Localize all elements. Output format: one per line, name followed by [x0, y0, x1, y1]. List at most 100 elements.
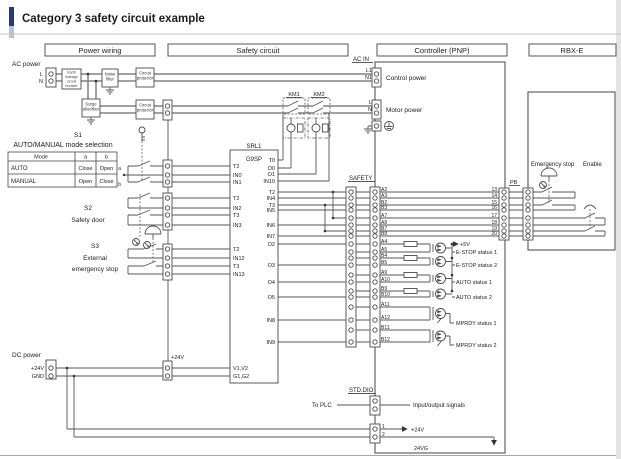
- safety-pin: B9: [381, 286, 387, 292]
- safety-pin: A8: [381, 220, 387, 226]
- resistor: [403, 288, 418, 294]
- header-box-safety-circuit: [167, 43, 349, 57]
- enable-switch-icon: [583, 204, 597, 210]
- resistor: [403, 272, 418, 278]
- control-power-terminal: [371, 67, 382, 88]
- optocoupler-icon: [435, 288, 446, 300]
- circuit-protector1-line2: protector: [137, 76, 154, 81]
- control-power-label: Control power: [386, 75, 427, 82]
- g9sp-box: [229, 149, 279, 384]
- header-box-power-wiring: [44, 43, 156, 57]
- dc-power-label: DC power: [12, 352, 42, 359]
- g9sp-pin: IN0: [233, 173, 242, 179]
- s1-contact-b: b: [118, 182, 121, 188]
- optocoupler-icon: [435, 242, 446, 254]
- km2-suppressor: [322, 123, 329, 133]
- table-cell: MANUAL: [11, 179, 37, 185]
- table-cell: AUTO: [11, 166, 28, 172]
- status-label: E-STOP status 2: [456, 263, 497, 269]
- s2-label: Safety door: [71, 217, 105, 224]
- out-24v-label: +24V: [411, 428, 424, 434]
- to-plc-label: To PLC: [312, 403, 332, 409]
- ac-input-components: Earth leakage circuit breaker Noise filt…: [45, 67, 155, 125]
- actuator-links: [139, 141, 591, 264]
- ground-icon: [87, 87, 114, 125]
- out-24vg-label: 24VG: [414, 446, 428, 452]
- header-power-wiring: Power wiring: [79, 46, 122, 55]
- ac-n-label: N: [39, 79, 43, 85]
- pb-pin: 19: [491, 226, 497, 232]
- g9sp-pin: O1: [268, 172, 275, 178]
- motor-power-terminal: [371, 99, 382, 120]
- s1-block: S1 AUTO/MANUAL mode selection Mode a b A…: [7, 132, 121, 188]
- safety-pin: B3: [381, 205, 387, 211]
- circuit-protector1-line1: Circuit: [139, 71, 152, 76]
- rbx-internals: Emergency stop Enable: [531, 162, 602, 210]
- g9sp-pin: IN2: [233, 206, 242, 212]
- page-title: Category 3 safety circuit example: [22, 13, 205, 25]
- safety-pin: B2: [381, 200, 387, 206]
- safety-connector: A2 A3 B2 B3 A7 A8 B7 B8 A4 A5 B4 B5 A9 A…: [345, 186, 390, 348]
- estop-mushroom-icon: [144, 225, 162, 238]
- header-box-rbx: [528, 43, 617, 57]
- s1-id: S1: [74, 132, 82, 139]
- section-headers: Power wiring Safety circuit Controller (…: [44, 43, 617, 57]
- safety-pin: B4: [381, 253, 387, 259]
- io-signals-label: Input/output signals: [413, 403, 465, 409]
- status-outputs: +5V E-STOP status 1 E-STOP status 2 AUTO…: [403, 241, 497, 349]
- s1-contact-a: a: [118, 166, 121, 172]
- direct-opening-icon: [132, 238, 140, 246]
- header-safety-circuit: Safety circuit: [237, 46, 281, 55]
- table-header: Mode: [34, 155, 48, 161]
- safety-pin: A10: [381, 277, 390, 283]
- safety-pin: A11: [381, 302, 390, 308]
- safety-pin: A7: [381, 213, 387, 219]
- g9sp-ref: SRL1: [246, 144, 262, 150]
- n1-label: N1: [365, 75, 372, 81]
- safety-pin: B11: [381, 325, 390, 331]
- g9sp-pin: T2: [233, 247, 239, 253]
- g9sp-pin: T3: [233, 264, 239, 270]
- g9sp-pin: T3: [233, 213, 239, 219]
- table-header: b: [105, 155, 108, 161]
- rbx-estop-label: Emergency stop: [531, 162, 575, 168]
- km2-label: KM2: [313, 92, 324, 98]
- g9sp-pin: IN4: [266, 196, 275, 202]
- safety-pin: A5: [381, 247, 387, 253]
- pb-pin: 13: [491, 187, 497, 193]
- circuit-protector1-box: [135, 67, 155, 88]
- g9sp-pin: IN6: [266, 223, 275, 229]
- ac-l-label: L: [40, 72, 43, 78]
- g9sp-pin: V1,V2: [233, 366, 248, 372]
- pb-pin: 18: [491, 220, 497, 226]
- page-edge-strip: [616, 0, 621, 459]
- key-switch-icon: [138, 126, 146, 134]
- circuit-protector2-line2: protector: [137, 108, 154, 113]
- ac-power-label: AC power: [12, 61, 41, 68]
- s1-mode-table: [7, 151, 118, 188]
- safety-pin: B12: [381, 337, 390, 343]
- g9sp-pin: O3: [268, 263, 275, 269]
- table-cell: Close: [78, 166, 92, 172]
- s3-label-line2: emergency stop: [72, 266, 119, 273]
- optocoupler-icon: [435, 330, 446, 342]
- g9sp-unit: SRL1 G9SP T2 IN0 IN1 T2 IN2 T3 IN3 T2 IN…: [229, 144, 279, 384]
- optocoupler-icon: [435, 273, 446, 284]
- surge-absorber-line2: absorber: [83, 107, 100, 112]
- g9sp-pin: IN13: [233, 272, 245, 278]
- l-label: L: [369, 100, 372, 106]
- plus5v-label: +5V: [460, 242, 470, 248]
- title-accent-bar: [9, 7, 14, 26]
- km1-coil-box: [282, 117, 306, 139]
- g9sp-pin: IN7: [266, 234, 275, 240]
- switch-symbols: [132, 126, 162, 249]
- earth-leakage-line3: circuit: [67, 80, 76, 84]
- rbx-enable-label: Enable: [583, 162, 602, 168]
- g9sp-pin: O5: [268, 295, 275, 301]
- surge-absorber-line1: Surge: [85, 102, 97, 107]
- earth-leakage-line1: Earth: [67, 71, 76, 75]
- table-cell: Open: [100, 166, 113, 172]
- g9sp-pin: T2: [233, 196, 239, 202]
